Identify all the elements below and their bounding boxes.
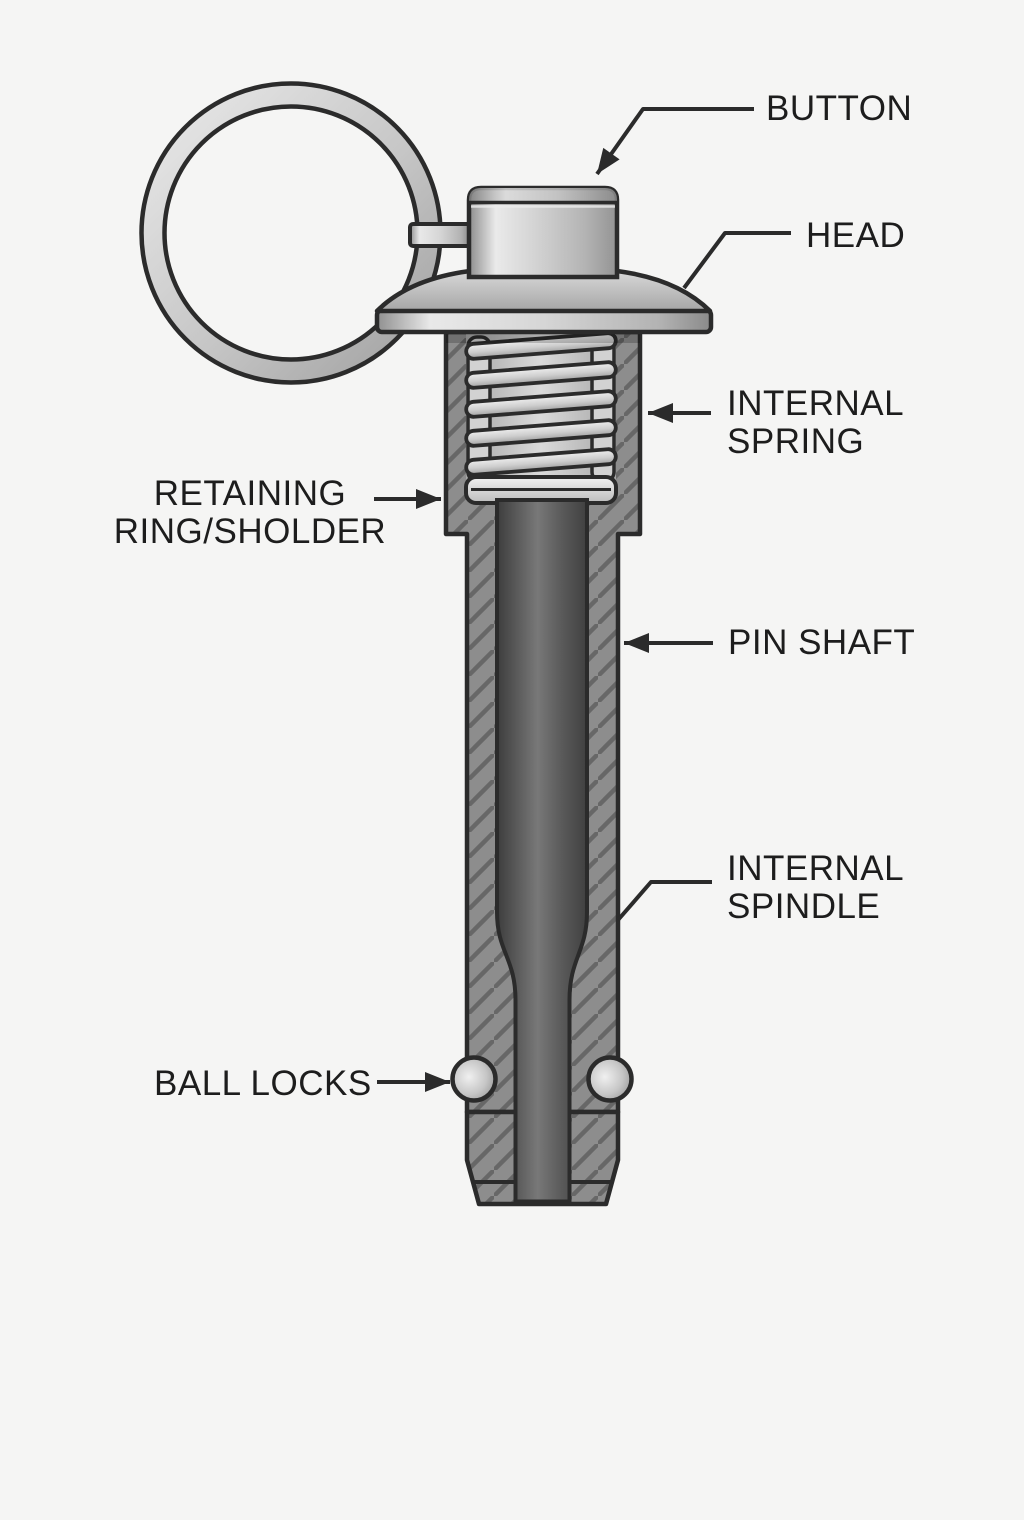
retaining-ring-label: RETAINING RING/SHOLDER xyxy=(95,475,405,551)
internal-spring-coils xyxy=(464,331,618,477)
ball-lock-left xyxy=(450,1055,498,1103)
internal-spring-label-line2: SPRING xyxy=(727,422,865,461)
internal-spindle-shape xyxy=(495,498,589,1204)
internal-spindle-label: INTERNAL SPINDLE xyxy=(727,850,904,926)
retaining-washer xyxy=(464,475,618,505)
under-head-shadow xyxy=(446,332,640,343)
internal-spindle-label-line1: INTERNAL xyxy=(727,849,905,888)
bottom-white-strip xyxy=(0,1520,1024,1536)
ball-lock-right xyxy=(586,1055,634,1103)
internal-spindle-leader-line xyxy=(616,880,712,922)
button-label: BUTTON xyxy=(766,89,913,128)
leader-lines xyxy=(374,107,791,1092)
retaining-ring-label-line2: RING/SHOLDER xyxy=(113,512,387,551)
internal-spindle-label-line2: SPINDLE xyxy=(727,887,881,926)
head-label: HEAD xyxy=(806,216,906,255)
internal-spring-label: INTERNAL SPRING xyxy=(727,385,904,461)
internal-spring-label-line1: INTERNAL xyxy=(727,384,905,423)
head-rim xyxy=(374,307,714,335)
ball-locks-label: BALL LOCKS xyxy=(154,1064,372,1103)
head-leader-line xyxy=(682,231,791,290)
retaining-ring-label-line1: RETAINING xyxy=(153,474,347,513)
button-leader-arrow xyxy=(595,107,754,176)
ring-connector xyxy=(408,222,472,248)
pin-shaft-label: PIN SHAFT xyxy=(728,623,916,662)
button-shape xyxy=(466,185,620,280)
